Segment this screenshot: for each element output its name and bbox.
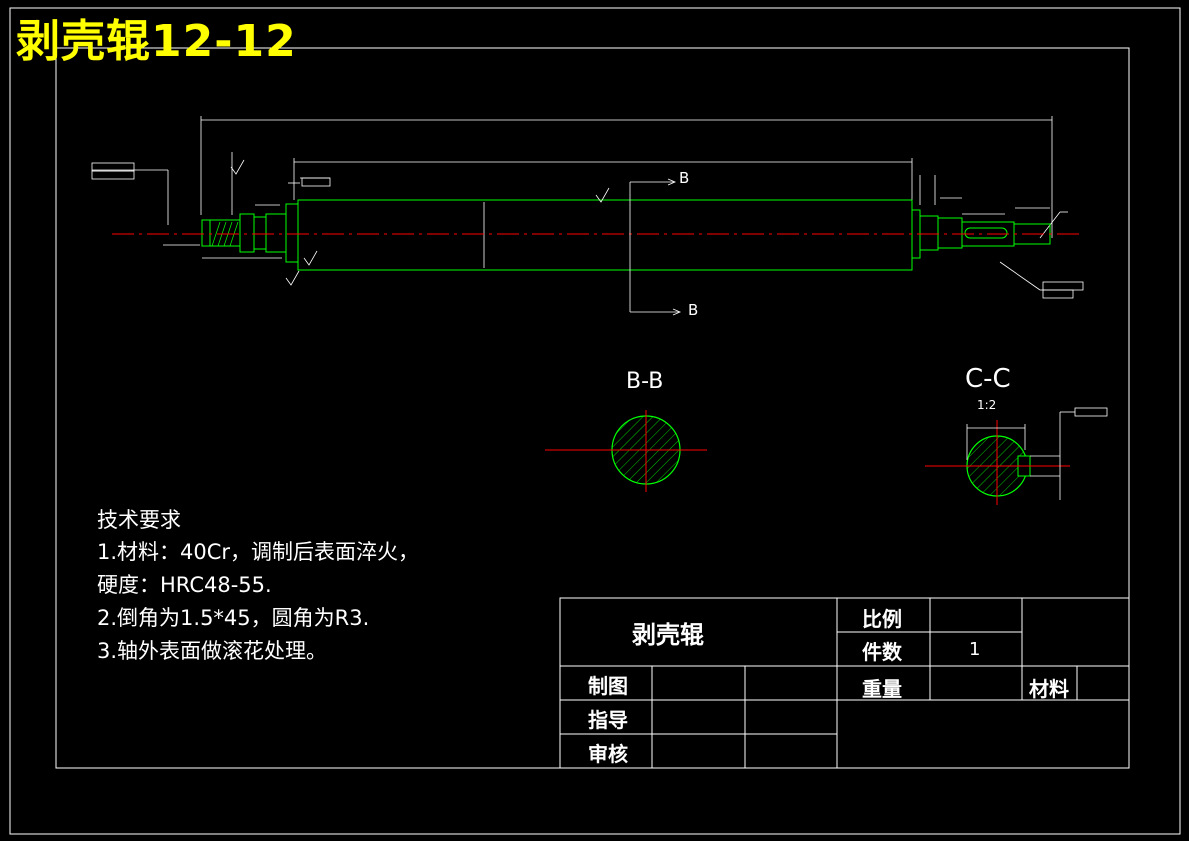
title-block-grid [559,597,1130,769]
shaft-outline [201,199,1051,271]
scale-label: 比例 [862,607,902,631]
surface-roughness-symbols [230,159,610,286]
quantity-value: 1 [969,639,981,660]
reviewed-by-label: 审核 [588,742,628,766]
requirement-line-1: 1.材料：40Cr，调制后表面淬火， [97,540,420,564]
section-bb-label: B-B [626,369,664,394]
requirement-line-4: 3.轴外表面做滚花处理。 [97,639,328,663]
quantity-label: 件数 [862,640,902,664]
part-name: 剥壳辊 [632,621,704,649]
tolerance-frames [91,162,1108,417]
sheet-title: 剥壳辊12-12 [16,16,297,67]
section-cc-scale: 1:2 [977,398,997,412]
weight-label: 重量 [862,677,902,701]
section-bb-drawing [545,410,707,492]
requirement-line-3: 2.倒角为1.5*45，圆角为R3. [97,606,370,630]
requirement-line-2: 硬度：HRC48-55. [97,573,272,597]
requirements-heading: 技术要求 [97,508,181,532]
guided-by-label: 指导 [588,708,628,732]
section-cc-drawing [925,411,1075,505]
drawn-by-label: 制图 [588,674,628,698]
cut-mark-b-bottom: B [688,301,699,319]
section-cc-label: C-C [965,364,1011,394]
outer-border [9,7,1181,835]
cutting-plane-b [629,178,682,316]
material-label: 材料 [1029,677,1069,701]
dimension-lines [92,116,1068,291]
cut-mark-b-top: B [679,169,690,187]
